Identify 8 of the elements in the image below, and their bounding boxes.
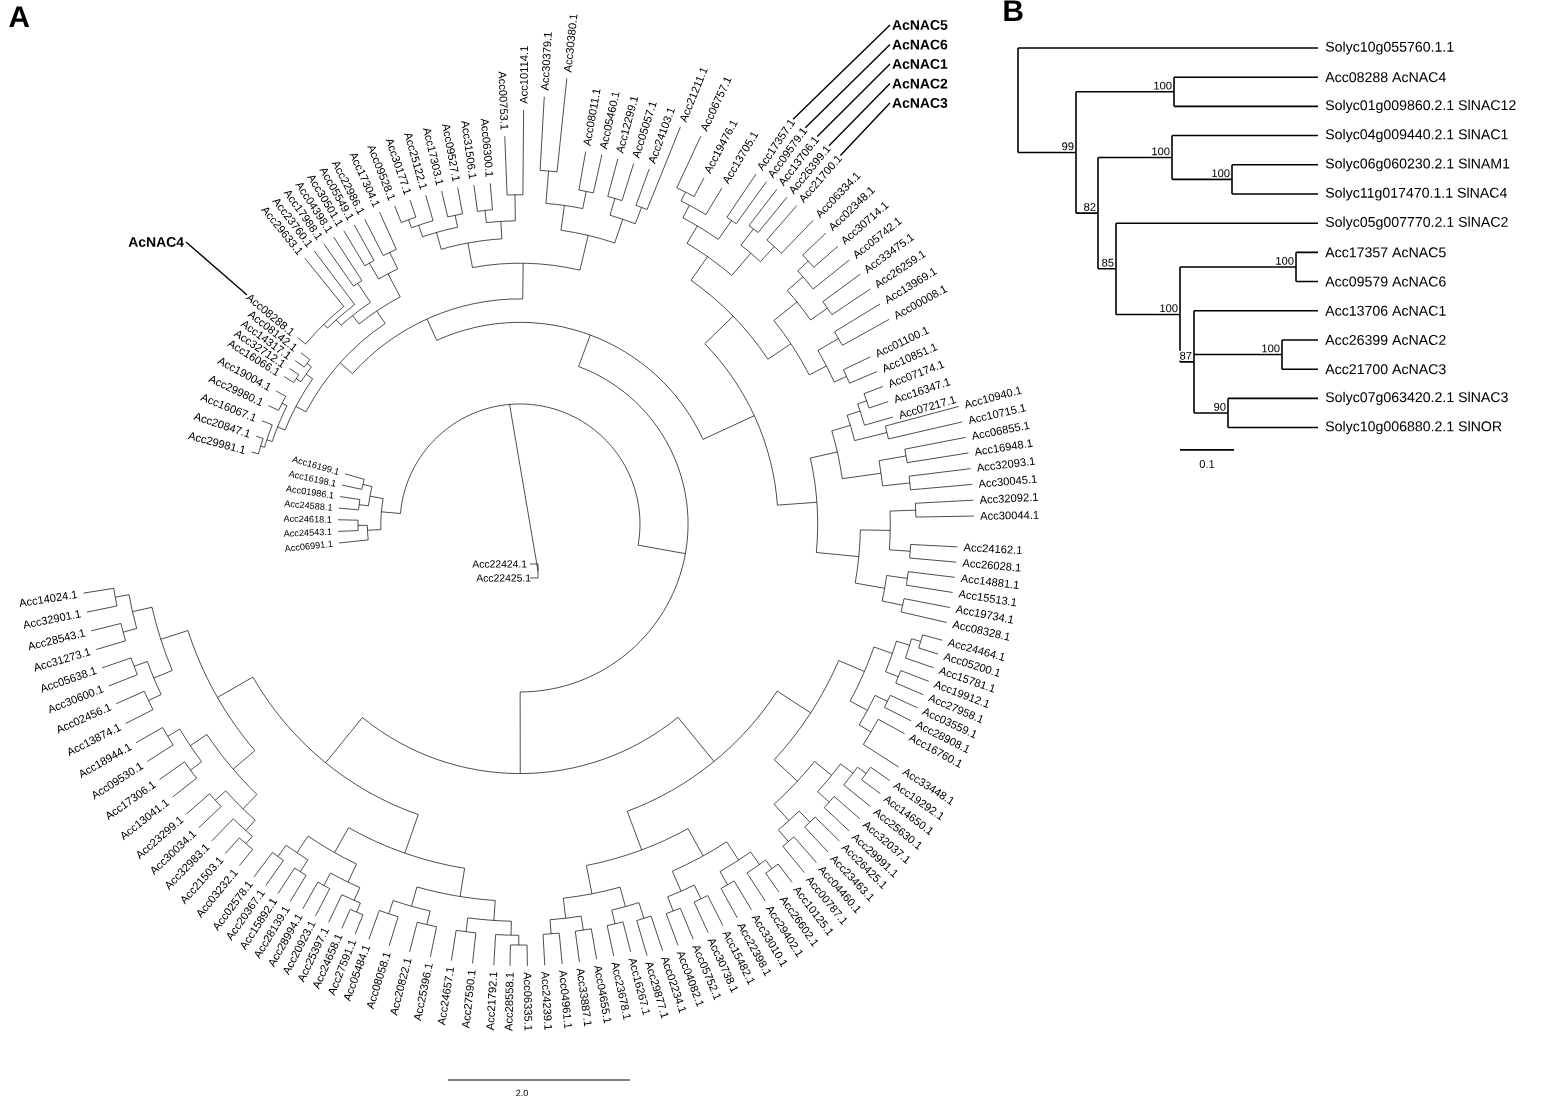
leader-line <box>185 241 248 296</box>
leader-line <box>839 102 891 157</box>
panel-letter: A <box>9 6 30 27</box>
leader-line <box>792 24 891 120</box>
leader-line <box>816 63 891 138</box>
panel-letter: B <box>1004 0 1023 21</box>
leader-line <box>804 43 891 129</box>
leader-line <box>828 82 891 147</box>
